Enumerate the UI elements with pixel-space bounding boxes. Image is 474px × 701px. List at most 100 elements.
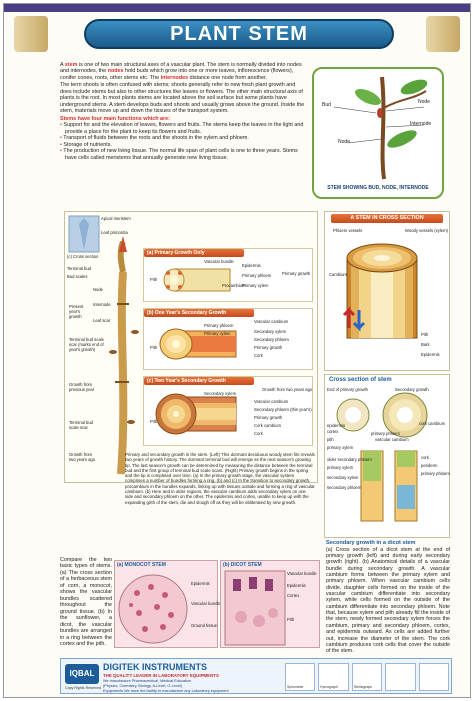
diagram-label: Epidermis bbox=[191, 581, 210, 586]
diagram-label: Cork cambium bbox=[254, 423, 281, 428]
diagram-label: Cortex bbox=[287, 593, 300, 598]
right-ornament bbox=[426, 16, 460, 52]
dicot-secondary-text: (a) Cross section of a dicot stem at the… bbox=[326, 546, 450, 655]
diagram-label: Pith bbox=[150, 419, 158, 424]
diagram-label: Primary phloem bbox=[204, 323, 234, 328]
dicot-secondary-text-block: Secondary growth in a dicot stem (a) Cro… bbox=[326, 540, 450, 655]
intro-text: A stem is one of two main structural axe… bbox=[60, 62, 306, 161]
diagram-label: Pith bbox=[150, 345, 158, 350]
present-growth-label: Present year's growth bbox=[69, 304, 84, 319]
diagram-label: Epidermis bbox=[242, 263, 261, 268]
footer-line-1: We manufacture Pharmaceutical, Medical E… bbox=[103, 679, 192, 683]
footer-thumbnail-label: Sterilograph bbox=[353, 685, 373, 689]
cross-section-panel: A STEM IN CROSS SECTION Phloem vessels Wo… bbox=[324, 211, 450, 371]
footer-thumbnail: Sterilograph bbox=[351, 663, 383, 691]
diagram-label: primary xylem bbox=[327, 465, 354, 470]
diagram-label: Woody vessels (xylem) bbox=[405, 228, 448, 233]
diagram-label: Primary xylem bbox=[242, 283, 269, 288]
node-bottom-label: Node bbox=[338, 139, 350, 145]
bud-label: Bud bbox=[322, 102, 331, 108]
dicot-secondary-header: Cross section of stem bbox=[329, 377, 392, 383]
footer-thumbnail: Kymograph bbox=[318, 663, 349, 691]
primary-growth-header: (a) Primary Growth Only bbox=[144, 249, 244, 257]
bud-panel-caption: STEM SHOWING BUD, NODE, INTERNODE bbox=[327, 185, 429, 191]
diagram-label: Cork bbox=[254, 431, 263, 436]
diagram-label: Ground tissue bbox=[191, 623, 218, 628]
footer-thumbnail: Spirometer bbox=[285, 663, 316, 691]
footer-line-2: (Physics, Chemistry, Biology, A-Level, O… bbox=[103, 684, 182, 688]
apical-meristem-label: Apical meristem bbox=[101, 216, 131, 221]
top-band bbox=[4, 4, 470, 12]
intro-fragment: stem bbox=[64, 62, 78, 68]
growth-description: Primary and secondary growth in the stem… bbox=[69, 452, 315, 505]
function-item: • Storage of nutrients. bbox=[60, 142, 306, 148]
intro-fragment: A bbox=[60, 62, 65, 68]
diagram-label: Secondary phloem bbox=[254, 337, 289, 342]
diagram-label: Pith bbox=[287, 617, 295, 622]
bullet-icon: • bbox=[60, 141, 64, 148]
function-text: Storage of nutrients. bbox=[63, 141, 112, 148]
diagram-label: Primary growth bbox=[254, 415, 283, 420]
footer-copyright: Copy Rights Reserved bbox=[65, 686, 101, 690]
diagram-label: Secondary xylem bbox=[254, 329, 287, 334]
diagram-label: cork cambium bbox=[419, 421, 446, 426]
diagram-label: pith bbox=[327, 437, 334, 442]
diagram-label: Secondary growth bbox=[395, 387, 429, 392]
compare-paragraph: Compare the two basic types of stems. (a… bbox=[60, 557, 112, 648]
growth-two-years-label: Growth from two years ago bbox=[69, 452, 96, 462]
diagram-label: Procambium bbox=[222, 283, 246, 288]
diagram-label: Vascular bundles bbox=[191, 601, 223, 606]
page-title: PLANT STEM bbox=[84, 19, 394, 49]
one-year-growth-header: (b) One Year's Secondary Growth bbox=[144, 309, 254, 317]
diagram-label: Vascular cambium bbox=[254, 399, 289, 404]
function-item: • The production of new living tissue. T… bbox=[60, 148, 306, 161]
dicot-header: (b) DICOT STEM bbox=[223, 562, 262, 568]
footer-brand-left: IQBAL bbox=[65, 664, 99, 684]
intro-paragraph-1: A stem is one of two main structural axe… bbox=[60, 62, 306, 81]
poster: PLANT STEM A stem is one of two main str… bbox=[3, 3, 471, 698]
twig-illustration bbox=[68, 215, 139, 475]
primary-growth-diagram bbox=[163, 268, 231, 292]
cross-section-header: A STEM IN CROSS SECTION bbox=[331, 214, 443, 223]
diagram-label: Phloem vessels bbox=[333, 228, 363, 233]
diagram-label: Growth from two years ago bbox=[262, 387, 313, 392]
diagram-label: Secondary phloem (this year's) bbox=[254, 407, 312, 412]
diagram-label: vascular cambium bbox=[375, 437, 409, 442]
footer-line-3: Equipments We have the facility to manuf… bbox=[103, 689, 229, 693]
bullet-icon: • bbox=[60, 148, 64, 155]
intro-fragment: internodes bbox=[160, 74, 189, 81]
function-text: Transport of fluids between the roots an… bbox=[63, 135, 249, 142]
intro-fragment: hold buds which grow into one or more le… bbox=[60, 68, 294, 81]
intro-fragment: is one of two main structural axes of a … bbox=[60, 62, 302, 75]
diagram-label: Vascular bundle bbox=[204, 259, 234, 264]
diagram-label: Primary growth bbox=[254, 345, 283, 350]
diagram-label: secondary xylem bbox=[327, 475, 359, 480]
bud-node-illustration bbox=[333, 76, 428, 180]
diagram-label: Cork bbox=[254, 353, 263, 358]
footer-bar: IQBAL DIGITEK INSTRUMENTS THE QUALITY LE… bbox=[60, 658, 452, 694]
footer-thumbnail-label: Kymograph bbox=[320, 685, 338, 689]
diagram-label: Cambium bbox=[329, 272, 347, 277]
growth-panel: Apical meristem Leaf primordia (c) Cross… bbox=[64, 211, 318, 505]
diagram-label: Primary growth bbox=[282, 271, 311, 276]
compare-text: Compare the two basic types of stems. (a… bbox=[60, 557, 112, 648]
diagram-label: Primary phloem bbox=[242, 273, 272, 278]
two-year-growth-box: (c) Two Year's Secondary Growth Growth f… bbox=[143, 376, 313, 446]
dicot-cross-section bbox=[224, 570, 286, 646]
function-text: Support for and the elevation of leaves,… bbox=[63, 122, 304, 135]
diagram-label: End of primary growth bbox=[327, 387, 368, 392]
dicot-secondary-subheading: Secondary growth in a dicot stem bbox=[326, 540, 416, 546]
diagram-label: Primary xylem bbox=[204, 331, 231, 336]
diagram-label: Pith bbox=[421, 332, 429, 337]
two-year-growth-header: (c) Two Year's Secondary Growth bbox=[144, 377, 254, 385]
node-label: Node bbox=[93, 287, 104, 292]
growth-previous-label: Growth from previous year bbox=[69, 382, 95, 392]
two-year-growth-diagram bbox=[155, 393, 237, 435]
diagram-label: Epidermis bbox=[421, 352, 440, 357]
bud-scales-label: Bud scales bbox=[67, 274, 88, 279]
diagram-label: cortex bbox=[327, 429, 339, 434]
